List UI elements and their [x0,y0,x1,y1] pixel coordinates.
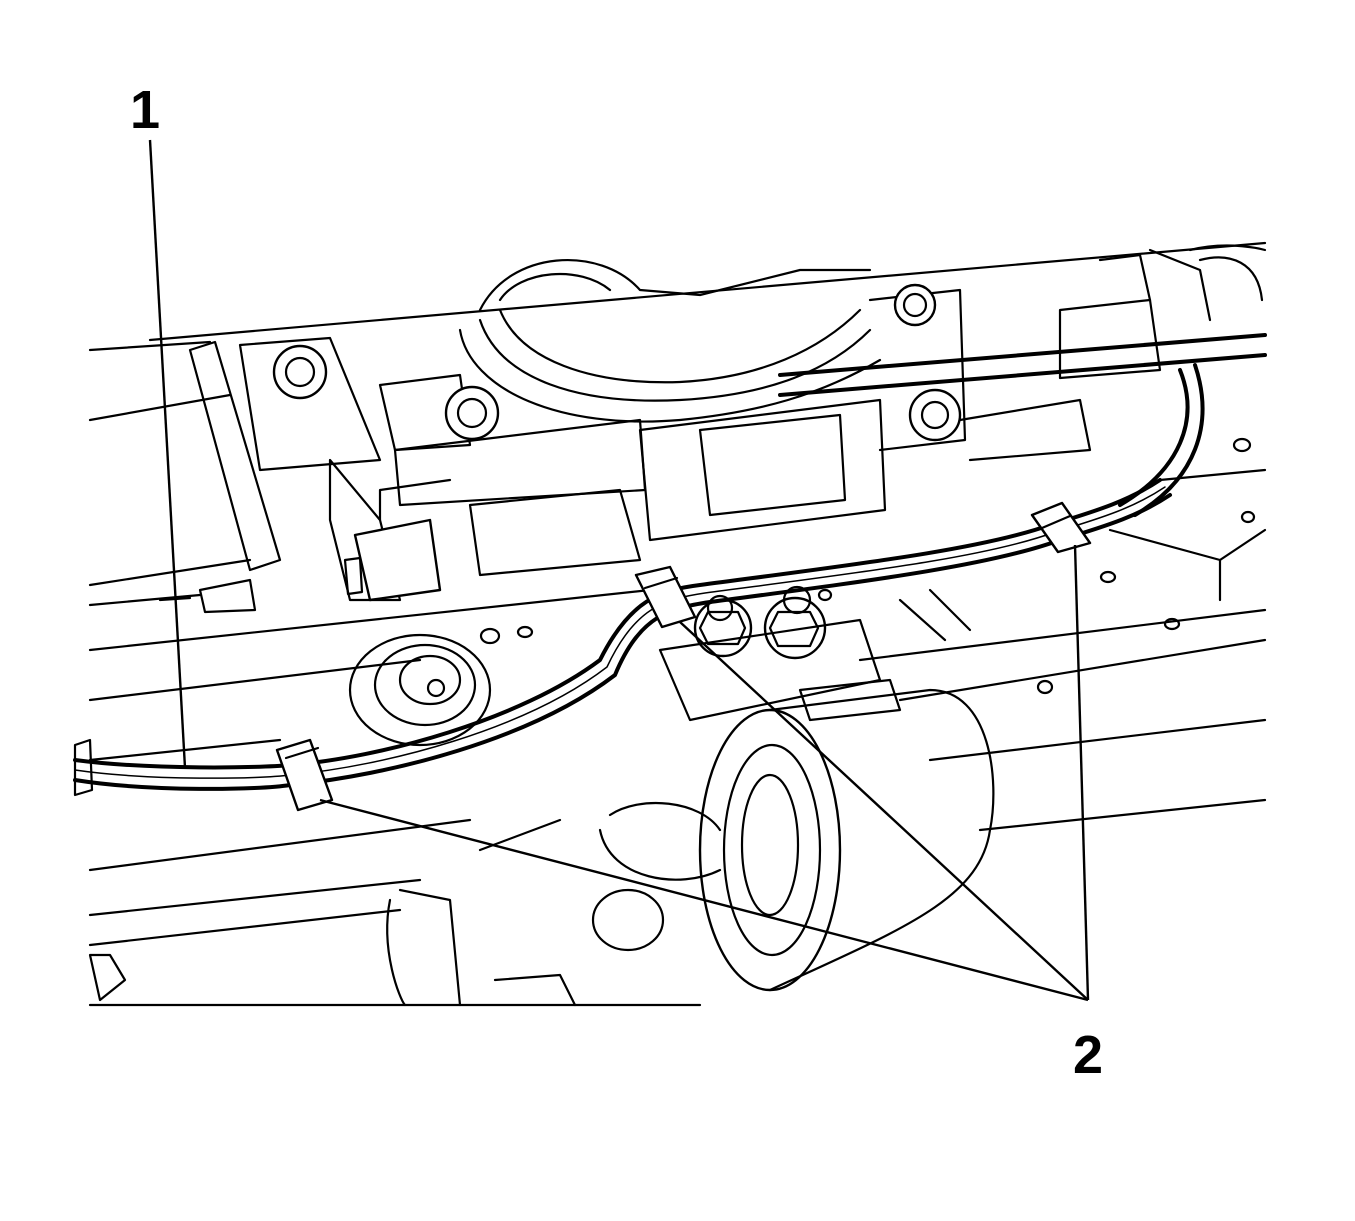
bolt-2 [444,385,500,441]
connector [343,478,452,602]
bolt-6 [763,585,827,660]
bolt-1 [272,344,328,400]
callout-1: 1 [130,80,160,140]
leader-1 [148,139,187,769]
callout-2: 2 [1073,1025,1103,1085]
bolt-3 [908,388,962,442]
leader-2b [679,621,1089,1001]
harness-clip-2 [634,565,697,629]
leader-2a [319,798,1089,1002]
leader-lines [148,139,1090,1002]
leader-2c [1073,544,1090,1001]
frame-structure [88,241,1267,1007]
bushing [88,618,995,1007]
engine-housing [378,244,1267,577]
bolt-4 [893,283,937,327]
round-mount [348,633,492,747]
harness-clip-3 [1030,501,1092,554]
harness-clip-1 [275,738,334,812]
